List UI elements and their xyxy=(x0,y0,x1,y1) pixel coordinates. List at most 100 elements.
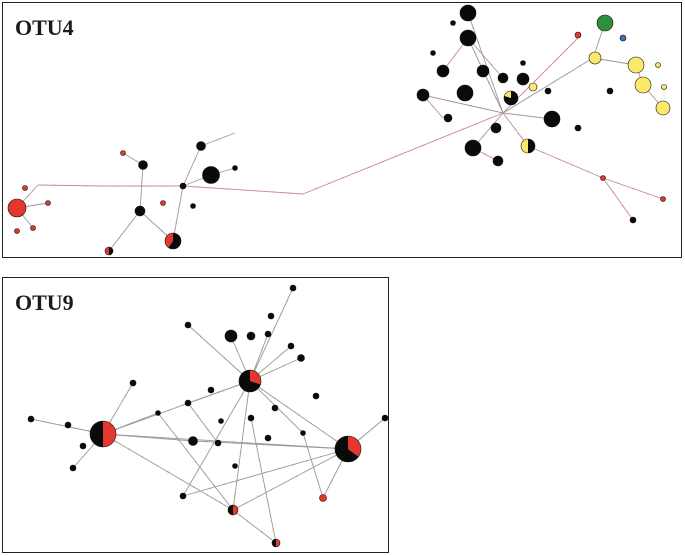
mutation-tick xyxy=(515,104,517,106)
haplotype-node-slice xyxy=(109,247,113,255)
haplotype-node xyxy=(45,200,51,206)
network-edge xyxy=(139,164,144,212)
mutation-tick xyxy=(31,204,34,207)
mutation-tick xyxy=(448,133,451,136)
haplotype-node xyxy=(188,436,198,446)
network-edge xyxy=(187,402,219,444)
haplotype-node xyxy=(246,331,256,341)
panel-title-otu4: OTU4 xyxy=(15,15,74,40)
haplotype-node xyxy=(490,122,502,134)
haplotype-node xyxy=(184,321,192,329)
network-panel-otu4: OTU4 xyxy=(2,2,682,258)
mutation-tick xyxy=(246,442,248,444)
mutation-tick xyxy=(290,445,293,447)
mutation-tick xyxy=(202,396,205,399)
mutation-tick xyxy=(261,348,263,351)
mutation-tick xyxy=(73,427,75,429)
haplotype-node-outline xyxy=(89,420,117,448)
network-edge xyxy=(527,145,604,179)
mutation-tick xyxy=(69,184,72,187)
network-edge xyxy=(232,380,251,511)
mutation-tick xyxy=(147,436,149,439)
mutation-tick xyxy=(292,463,294,466)
mutation-tick xyxy=(236,480,238,483)
mutation-tick xyxy=(555,58,558,61)
mutation-tick xyxy=(382,160,384,163)
mutation-tick xyxy=(222,497,225,499)
haplotype-node xyxy=(214,439,222,447)
mutation-tick xyxy=(206,441,208,443)
mutation-tick xyxy=(566,48,568,50)
mutation-tick xyxy=(266,500,269,503)
mutation-tick xyxy=(233,385,236,388)
mutation-tick xyxy=(86,185,88,187)
haplotype-node xyxy=(661,84,667,90)
haplotype-node xyxy=(629,216,637,224)
haplotype-node xyxy=(196,141,206,151)
mutation-tick xyxy=(319,446,321,449)
mutation-tick xyxy=(283,364,285,367)
haplotype-node-outline xyxy=(334,435,362,463)
haplotype-node xyxy=(30,225,36,231)
mutation-tick xyxy=(534,80,536,82)
haplotype-node xyxy=(218,418,224,424)
haplotype-node xyxy=(300,430,306,436)
mutation-tick xyxy=(223,483,225,485)
mutation-tick xyxy=(280,313,282,316)
mutation-tick xyxy=(368,166,371,168)
mutation-tick xyxy=(140,194,142,197)
haplotype-node xyxy=(264,330,272,338)
mutation-tick xyxy=(475,123,478,125)
mutation-tick xyxy=(454,101,456,103)
mutation-tick xyxy=(255,367,257,369)
mutation-tick xyxy=(128,448,130,450)
mutation-tick xyxy=(272,528,274,530)
mutation-tick xyxy=(212,187,214,189)
mutation-tick xyxy=(116,428,118,430)
mutation-tick xyxy=(251,475,253,478)
haplotype-node xyxy=(232,463,238,469)
mutation-tick xyxy=(166,185,168,187)
mutation-tick xyxy=(435,139,438,141)
mutation-tick xyxy=(196,179,198,182)
haplotype-node-outline xyxy=(271,538,281,548)
mutation-tick xyxy=(246,520,249,522)
haplotype-node xyxy=(224,329,238,343)
mutation-tick xyxy=(196,491,198,493)
mutation-tick xyxy=(319,456,322,458)
mutation-tick xyxy=(359,437,362,440)
haplotype-node xyxy=(7,198,27,218)
haplotype-node xyxy=(543,110,561,128)
mutation-tick xyxy=(342,177,344,179)
mutation-tick xyxy=(321,461,324,464)
mutation-tick xyxy=(239,451,242,454)
mutation-tick xyxy=(255,364,257,367)
mutation-tick xyxy=(117,407,119,410)
haplotype-node xyxy=(655,62,661,68)
mutation-tick xyxy=(534,116,537,118)
mutation-tick xyxy=(264,471,267,474)
mutation-tick xyxy=(237,466,240,468)
mutation-tick xyxy=(44,421,47,423)
mutation-tick xyxy=(241,393,244,395)
mutation-tick xyxy=(622,205,624,207)
mutation-tick xyxy=(486,108,488,111)
haplotype-node-slice xyxy=(228,505,233,515)
mutation-tick xyxy=(219,431,221,433)
mutation-tick xyxy=(206,494,208,496)
mutation-tick xyxy=(217,138,219,141)
haplotype-node xyxy=(160,200,166,206)
mutation-tick xyxy=(129,422,132,425)
mutation-tick xyxy=(194,460,197,463)
mutation-tick xyxy=(234,494,236,497)
haplotype-node-slice xyxy=(348,436,361,457)
haplotype-node-outline xyxy=(164,232,182,250)
mutation-tick xyxy=(224,357,226,360)
haplotype-node xyxy=(516,72,530,86)
network-edge xyxy=(502,57,594,114)
mutation-tick xyxy=(188,171,190,174)
mutation-tick xyxy=(579,65,581,67)
haplotype-node xyxy=(129,379,137,387)
mutation-tick xyxy=(333,452,335,454)
haplotype-node-slice xyxy=(335,436,359,462)
